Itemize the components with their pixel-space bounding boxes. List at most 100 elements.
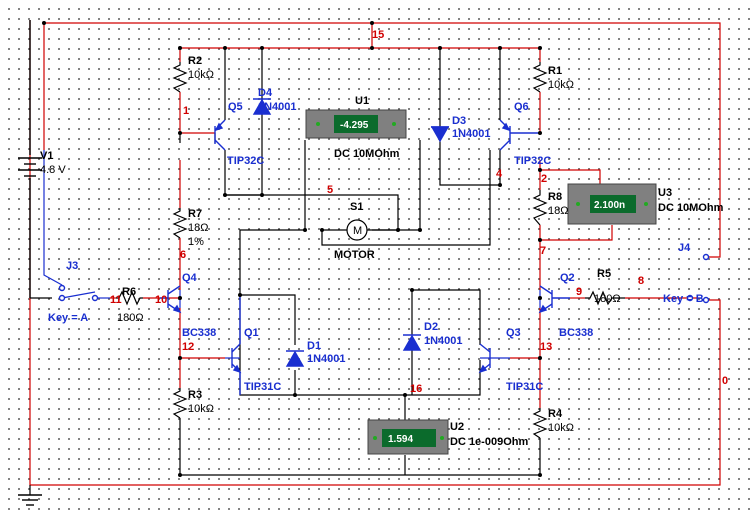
u1-ref: U1 [355,95,369,107]
switch-j4[interactable] [686,253,710,304]
r5-ref: R5 [597,268,611,280]
transistor-q2[interactable] [538,285,570,314]
net-label-8: 8 [638,275,644,287]
d3-value: 1N4001 [452,128,491,140]
d4-value: 1N4001 [258,101,297,113]
resistor-r2[interactable] [172,62,188,93]
r8-value: 18Ω [548,205,568,217]
q4-ref: Q4 [182,272,198,284]
motor-symbol: M [353,225,362,237]
resistor-r7[interactable] [172,208,188,239]
d2-value: 1N4001 [424,335,463,347]
q5-value: TIP32C [227,155,264,167]
d2-ref: D2 [424,321,438,333]
wires-blue [43,150,541,359]
transistor-q1[interactable] [231,295,242,395]
resistor-r8[interactable] [532,190,548,226]
diode-d2[interactable] [402,334,422,351]
net-label-10: 10 [155,294,167,306]
u2-ref: U2 [450,421,464,433]
d1-value: 1N4001 [307,353,346,365]
net-label-6: 6 [180,249,186,261]
motor-s1[interactable]: M [322,219,398,241]
q4-value: BC338 [182,327,216,339]
r4-value: 10kΩ [548,422,574,434]
v1-value: 4.8 V [40,164,66,176]
meter-u3[interactable]: 2.100n [567,183,657,225]
r6-value: 180Ω [117,312,144,324]
transistor-q4[interactable] [160,285,182,314]
net-label-7: 7 [540,245,546,257]
resistor-r1[interactable] [532,62,548,93]
v1-ref: V1 [40,150,53,162]
meter-u2-reading: 1.594 [388,434,413,445]
junction-dots [42,21,542,477]
r3-ref: R3 [188,389,202,401]
transistor-q3[interactable] [478,343,491,374]
q5-ref: Q5 [228,101,243,113]
j3-key: Key = A [48,312,88,324]
r2-value: 10kΩ [188,69,214,81]
net-label-1: 1 [183,105,189,117]
q6-ref: Q6 [514,101,529,113]
resistor-r6[interactable] [116,290,143,306]
q2-ref: Q2 [560,272,575,284]
r7-value: 18Ω [188,222,208,234]
u3-mode: DC 10MOhm [658,202,724,214]
diode-d3[interactable] [430,126,450,143]
meter-u3-reading: 2.100n [594,200,625,211]
net-label-5: 5 [327,184,333,196]
r2-ref: R2 [188,55,202,67]
diode-d1[interactable] [285,350,305,367]
r4-ref: R4 [548,408,563,420]
meter-u1-reading: -4.295 [340,120,369,131]
u2-mode: DC 1e-009Ohm [450,436,528,448]
d1-ref: D1 [307,340,321,352]
u1-mode: DC 10MOhm [334,148,400,160]
net-label-12: 12 [182,341,194,353]
net-label-0: 0 [722,375,728,387]
r8-ref: R8 [548,191,562,203]
q2-value: BC338 [559,327,593,339]
q3-ref: Q3 [506,327,521,339]
r7-ref: R7 [188,208,202,220]
resistor-r5[interactable] [585,290,625,306]
diode-d4[interactable] [252,98,272,115]
net-label-9: 9 [576,286,582,298]
net-label-16: 16 [410,383,422,395]
net-label-4: 4 [496,168,503,180]
q3-value: TIP31C [506,381,543,393]
resistor-r3[interactable] [172,388,188,419]
net-label-13: 13 [540,341,552,353]
meter-u2[interactable]: 1.594 [367,419,449,455]
r6-ref: R6 [122,286,136,298]
u3-ref: U3 [658,187,672,199]
net-label-15: 15 [372,29,384,41]
d4-ref: D4 [258,87,273,99]
s1-value: MOTOR [334,249,375,261]
net-label-2: 2 [541,173,547,185]
resistor-r4[interactable] [532,408,548,439]
switch-j3[interactable] [58,284,99,302]
s1-ref: S1 [350,201,363,213]
meter-u1[interactable]: -4.295 [305,109,407,139]
net-label-11: 11 [110,294,122,306]
transistor-q6[interactable] [499,119,540,151]
r1-value: 10kΩ [548,79,574,91]
d3-ref: D3 [452,115,466,127]
j4-ref: J4 [678,242,691,254]
q6-value: TIP32C [514,155,551,167]
j3-ref: J3 [66,260,78,272]
q1-value: TIP31C [244,381,281,393]
r7-tolerance: 1% [188,236,204,248]
r3-value: 10kΩ [188,403,214,415]
j4-key: Key = B [663,293,704,305]
battery-v1[interactable] [18,20,42,298]
transistor-q5[interactable] [214,119,226,151]
r1-ref: R1 [548,65,562,77]
wires-red [29,20,721,486]
q1-ref: Q1 [244,327,259,339]
ground-symbol [18,494,42,506]
